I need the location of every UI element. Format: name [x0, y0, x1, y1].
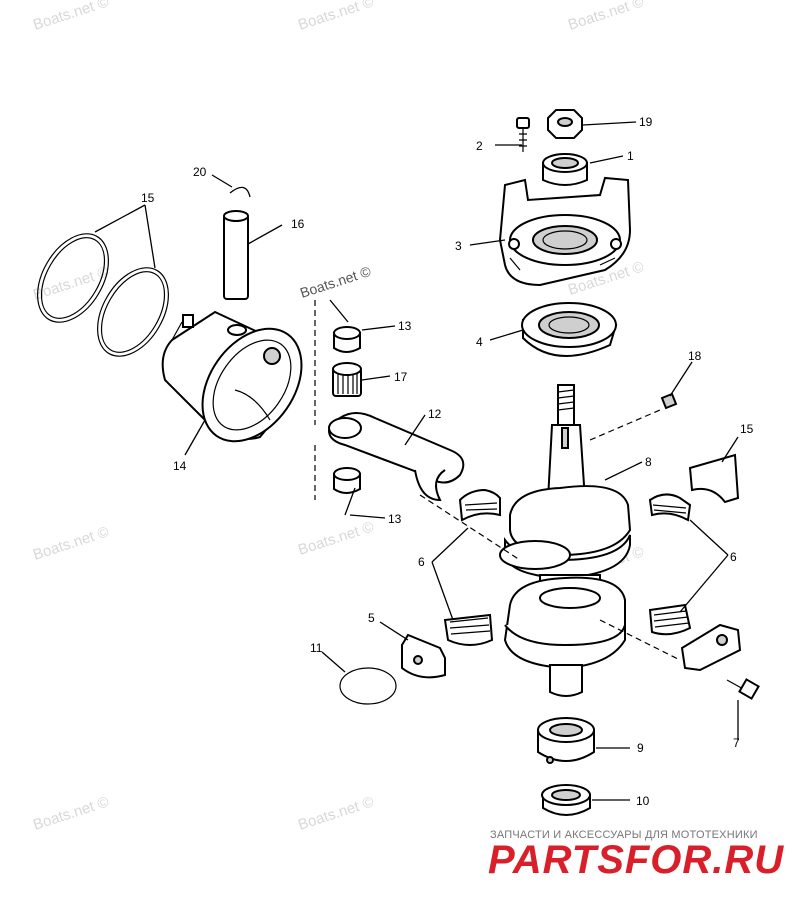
callout-5: 5 — [368, 611, 375, 625]
leader-lines — [94, 121, 739, 801]
callout-14: 14 — [173, 459, 187, 473]
callout-3: 3 — [455, 239, 462, 253]
callout-6-right: 6 — [730, 550, 737, 564]
needle-bearing — [332, 362, 362, 397]
screw — [516, 117, 530, 152]
callout-13-lower: 13 — [388, 512, 402, 526]
thrust-washer-upper — [333, 326, 361, 353]
circlip — [229, 186, 251, 198]
watermark: Boats.net © — [31, 0, 111, 34]
roller-bearing — [537, 717, 595, 764]
crank-bearing-upper-right — [648, 493, 692, 522]
oil-seal-top — [542, 153, 588, 186]
callout-6-left: 6 — [418, 555, 425, 569]
piston — [161, 310, 303, 443]
callout-7: 7 — [733, 736, 740, 750]
piston-rings — [37, 233, 169, 357]
watermark: Boats.net © — [296, 0, 376, 34]
callout-1: 1 — [627, 149, 634, 163]
watermark: Boats.net © — [31, 523, 111, 563]
callout-8: 8 — [645, 455, 652, 469]
watermark: Boats.net © — [31, 793, 111, 833]
bearing-cap-left — [401, 633, 446, 679]
nut — [547, 109, 583, 139]
brand-tagline: ЗАПЧАСТИ И АКСЕССУАРЫ ДЛЯ МОТОТЕХНИКИ — [490, 829, 758, 841]
callout-4: 4 — [476, 335, 483, 349]
crank-bearing-lower-right — [648, 603, 692, 636]
thrust-washer-lower — [333, 467, 361, 494]
bearing-housing — [498, 176, 632, 287]
crank-bearing-upper-left — [458, 488, 501, 522]
bearing-cap-upper-right — [688, 453, 740, 504]
callout-labels: 1 2 3 4 5 6 6 7 8 9 10 11 12 13 13 14 15… — [141, 115, 754, 808]
callout-15-right: 15 — [740, 422, 754, 436]
callout-19: 19 — [639, 115, 653, 129]
watermark: Boats.net © — [296, 793, 376, 833]
ball-bearing — [521, 302, 618, 357]
oil-seal-bottom — [541, 784, 591, 816]
watermark: Boats.net © — [296, 518, 376, 558]
callout-12: 12 — [428, 407, 442, 421]
bearing-cap-lower-right — [680, 623, 742, 672]
callout-18: 18 — [688, 349, 702, 363]
watermark: Boats.net © — [566, 0, 646, 34]
callout-15-left: 15 — [141, 191, 155, 205]
callout-2: 2 — [476, 139, 483, 153]
o-ring — [339, 667, 397, 705]
crankshaft — [419, 384, 681, 697]
watermark-dark: Boats.net © — [298, 263, 373, 301]
callout-10: 10 — [636, 794, 650, 808]
callout-11: 11 — [310, 641, 323, 655]
callout-20: 20 — [193, 165, 207, 179]
callout-9: 9 — [637, 741, 644, 755]
woodruff-key — [660, 392, 678, 410]
connecting-rod — [328, 412, 465, 502]
wrist-pin — [223, 210, 249, 300]
crank-bearing-lower-left — [443, 613, 494, 646]
callout-16: 16 — [291, 217, 305, 231]
brand-logo: PARTSFOR.RU — [488, 838, 785, 882]
callout-17: 17 — [394, 370, 408, 384]
cap-bolt — [726, 678, 760, 700]
callout-13-upper: 13 — [398, 319, 412, 333]
